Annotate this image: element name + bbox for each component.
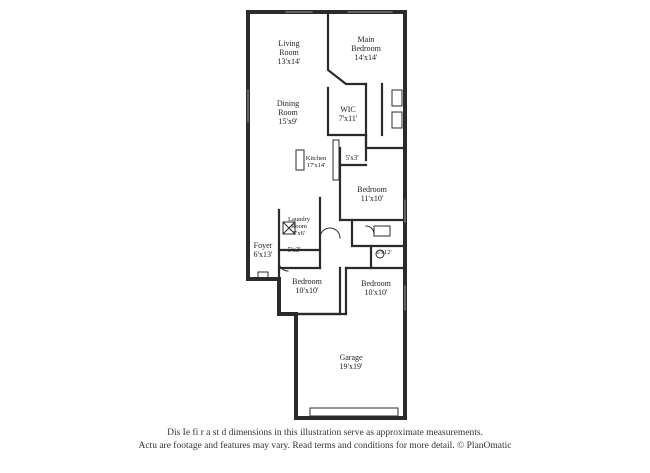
main-bedroom-name2: Bedroom [351, 44, 382, 53]
dining-room-dims: 15'x9' [279, 117, 298, 126]
living-room-dims: 13'x14' [278, 57, 301, 66]
main-bedroom-name: Main [358, 35, 375, 44]
disclaimer-line-1: Dis Ie fi r a st d dimensions in this il… [167, 428, 483, 438]
garage-dims: 19'x19' [340, 362, 363, 371]
dining-room-name2: Room [278, 108, 298, 117]
garage-name: Garage [339, 353, 363, 362]
interior-walls [277, 10, 406, 316]
wic-name: WIC [340, 105, 356, 114]
closet-lower-dims: 5'x3' [287, 246, 300, 254]
main-bedroom-dims: 14'x14' [355, 53, 378, 62]
kitchen-name: Kitchen [306, 155, 327, 162]
kitchen-dims: 17'x14' [307, 162, 326, 169]
bedroom-right-name: Bedroom [357, 185, 388, 194]
foyer-dims: 6'x13' [254, 250, 273, 259]
bedroom-lower-right-name: Bedroom [361, 279, 392, 288]
wic-dims: 7'x11' [339, 114, 358, 123]
exterior-wall [246, 10, 407, 420]
windows [247, 11, 406, 311]
laundry-dims: 7'x6' [293, 230, 305, 237]
living-room-name2: Room [279, 48, 299, 57]
laundry-name2: Room [291, 223, 307, 230]
bedroom-left-dims: 10'x10' [296, 286, 319, 295]
dining-room-name: Dining [277, 99, 299, 108]
bedroom-lower-right-dims: 10'x10' [365, 288, 388, 297]
laundry-name: Laundry [288, 216, 311, 223]
closet-upper-dims: 5'x3' [345, 154, 358, 162]
foyer-name: Foyer [254, 241, 273, 250]
living-room-name: Living [278, 39, 299, 48]
bedroom-left-name: Bedroom [292, 277, 323, 286]
room-labels: Living Room 13'x14' Main Bedroom 14'x14'… [254, 35, 392, 371]
fixtures [257, 89, 403, 417]
bath-dims: 6'x12' [376, 249, 391, 256]
disclaimer-line-2: Actu are footage and features may vary. … [138, 441, 512, 451]
bedroom-right-dims: 11'x10' [361, 194, 384, 203]
